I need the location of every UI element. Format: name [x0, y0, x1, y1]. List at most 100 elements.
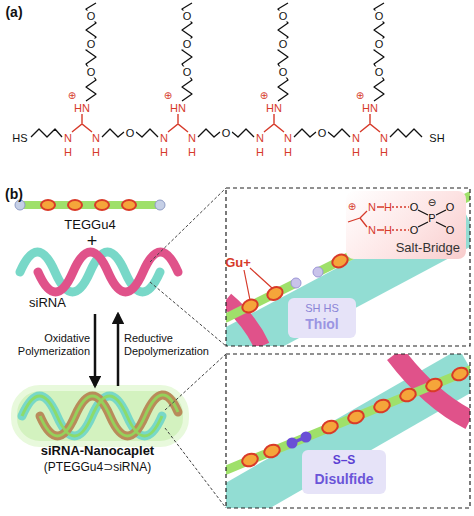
guanidinium-bead	[424, 376, 443, 393]
atom-label: H	[384, 202, 392, 213]
polymer-rod	[226, 370, 470, 470]
atom-label: HS	[12, 133, 27, 144]
atom-label: HN	[362, 103, 378, 114]
node-text: siRNA-Nanocaplet	[10, 444, 185, 458]
atom-label: N	[256, 133, 264, 144]
atom-label: N	[188, 133, 196, 144]
guanidinium-bead	[346, 408, 365, 425]
polymer-rod	[22, 201, 158, 209]
node-text: siRNA	[15, 296, 175, 310]
node-text: S–S	[302, 454, 386, 467]
callout-label: Gu+	[225, 256, 251, 269]
structure-bonds	[31, 3, 422, 137]
disulfide-atom	[287, 438, 298, 449]
atom-label: O	[374, 67, 385, 78]
disulfide-box: S–S Disulfide	[302, 450, 386, 494]
atom-label: O	[278, 11, 289, 22]
rna-strand	[38, 252, 178, 292]
atom-label: H	[188, 147, 196, 158]
reaction-arrow	[94, 314, 97, 386]
atom-label: N	[368, 225, 376, 236]
guanidinium-bead	[68, 200, 82, 210]
panel-letter: (b)	[5, 187, 23, 201]
atom-label: H	[284, 147, 292, 158]
node-text: Disulfide	[302, 472, 386, 487]
charge-symbol: ⊖	[428, 198, 436, 208]
panel-letter: (a)	[5, 5, 22, 19]
guanidinium-bead	[240, 451, 259, 468]
thiol-end	[155, 200, 165, 210]
edge-label: Reductive Depolymerization	[124, 332, 224, 357]
charge-symbol: ⊕	[164, 91, 172, 101]
thiol-end	[15, 200, 25, 210]
charge-symbol: ⊕	[356, 91, 364, 101]
polymer-wrap	[22, 395, 178, 436]
atom-label: N	[368, 202, 376, 213]
atom-label: H	[256, 147, 264, 158]
atom-label: H	[352, 147, 360, 158]
inset-frame	[226, 354, 470, 508]
sirna-cartoon: siRNA	[15, 246, 175, 314]
thiol-end	[291, 278, 301, 288]
guanidinium-bead	[95, 200, 109, 210]
atom-label: HN	[74, 103, 90, 114]
node-text: TEGGu4	[15, 218, 165, 232]
atom-label: O	[278, 67, 289, 78]
atom-label: H	[380, 147, 388, 158]
atom-label: O	[221, 128, 232, 139]
nanocaplet-cartoon: siRNA-Nanocaplet (PTEGGu4⊃siRNA)	[10, 386, 185, 478]
atom-label: O	[374, 11, 385, 22]
atom-label: O	[125, 128, 136, 139]
thiol-box: SH HS Thiol	[288, 298, 356, 338]
hydrogen-bonds	[392, 207, 409, 230]
atom-label: N	[284, 133, 292, 144]
nanocaplet-glow	[14, 388, 186, 444]
atom-label: HN	[266, 103, 282, 114]
node-text: Thiol	[288, 317, 356, 332]
plus-sign: +	[87, 232, 98, 250]
atom-label: O	[410, 225, 419, 236]
atom-label: O	[317, 128, 328, 139]
teg-chain	[86, 3, 96, 101]
teg-chain	[278, 3, 288, 101]
node-text: Salt-Bridge	[346, 241, 466, 255]
guanidinium-bead	[265, 285, 285, 303]
node-text: (PTEGGu4⊃siRNA)	[10, 461, 185, 474]
atom-label: O	[182, 67, 193, 78]
atom-label: H	[64, 147, 72, 158]
atom-label: O	[278, 39, 289, 50]
atom-label: N	[64, 133, 72, 144]
atom-label: N	[160, 133, 168, 144]
inset-frame	[226, 188, 470, 346]
guanidinium-bead	[320, 418, 339, 435]
rna-band	[226, 368, 470, 508]
phosphate-bonds	[418, 210, 446, 227]
atom-label: N	[92, 133, 100, 144]
atom-label: O	[86, 67, 97, 78]
zoom-inset	[226, 354, 470, 508]
edge-label: Oxidative Polymerization	[2, 332, 90, 357]
charge-symbol: ⊕	[348, 202, 356, 212]
teg-chain	[374, 3, 384, 101]
atom-label: N	[352, 133, 360, 144]
guanidinium-bead	[450, 365, 469, 382]
atom-label: O	[86, 39, 97, 50]
charge-symbol: ⊕	[260, 91, 268, 101]
atom-label: HN	[170, 103, 186, 114]
atom-label: O	[182, 39, 193, 50]
atom-label: O	[446, 225, 455, 236]
atom-label: H	[92, 147, 100, 158]
atom-label: H	[160, 147, 168, 158]
atom-label: SH	[429, 133, 444, 144]
atom-label: H	[384, 225, 392, 236]
guanidinium-bead	[240, 297, 260, 315]
polymer-cartoon: TEGGu4	[15, 196, 165, 236]
rna-band	[395, 354, 470, 420]
atom-label: O	[446, 202, 455, 213]
node-text: SH HS	[288, 302, 356, 314]
guanidinium-bead	[372, 397, 391, 414]
atom-label: O	[182, 11, 193, 22]
leader-line	[244, 268, 272, 300]
